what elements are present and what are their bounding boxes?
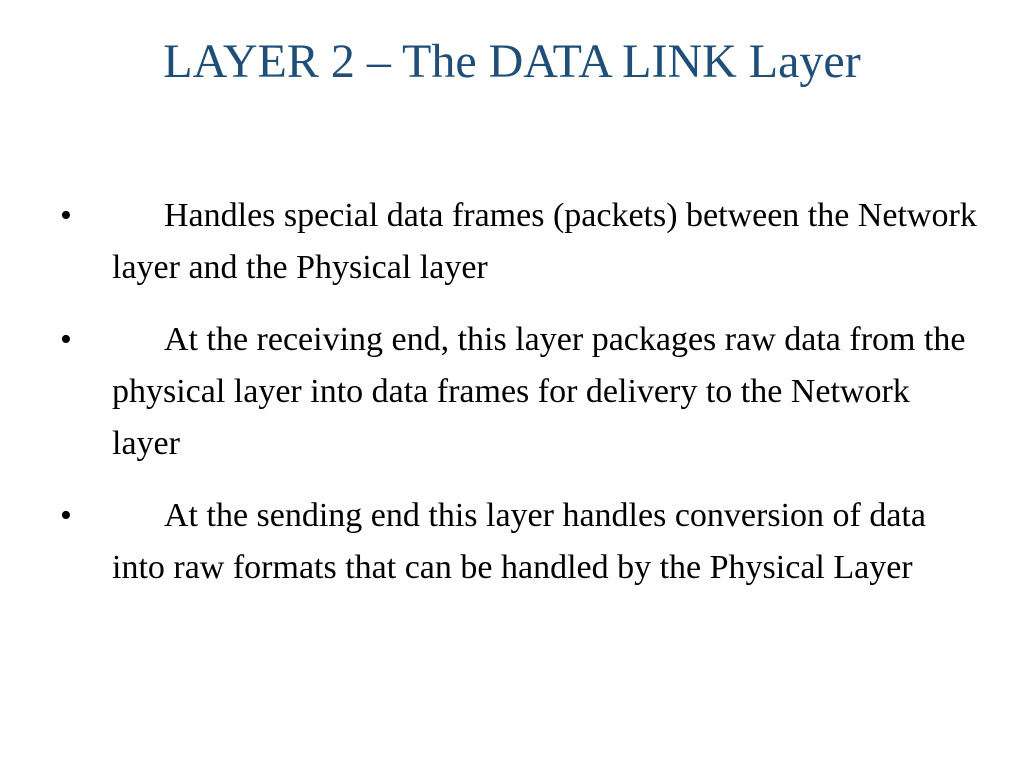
bullet-text: Handles special data frames (packets) be… xyxy=(112,197,977,286)
bullet-text: At the receiving end, this layer package… xyxy=(112,321,966,462)
bullet-item: • Handles special data frames (packets) … xyxy=(60,190,980,294)
slide-title: LAYER 2 – The DATA LINK Layer xyxy=(163,35,861,88)
bullet-dot-icon: • xyxy=(60,197,72,234)
bullet-dot-icon: • xyxy=(60,321,72,358)
bullet-item: • At the sending end this layer handles … xyxy=(60,490,980,594)
bullet-list: • Handles special data frames (packets) … xyxy=(60,190,980,614)
bullet-dot-icon: • xyxy=(60,497,72,534)
bullet-text: At the sending end this layer handles co… xyxy=(112,497,926,586)
bullet-item: • At the receiving end, this layer packa… xyxy=(60,314,980,470)
